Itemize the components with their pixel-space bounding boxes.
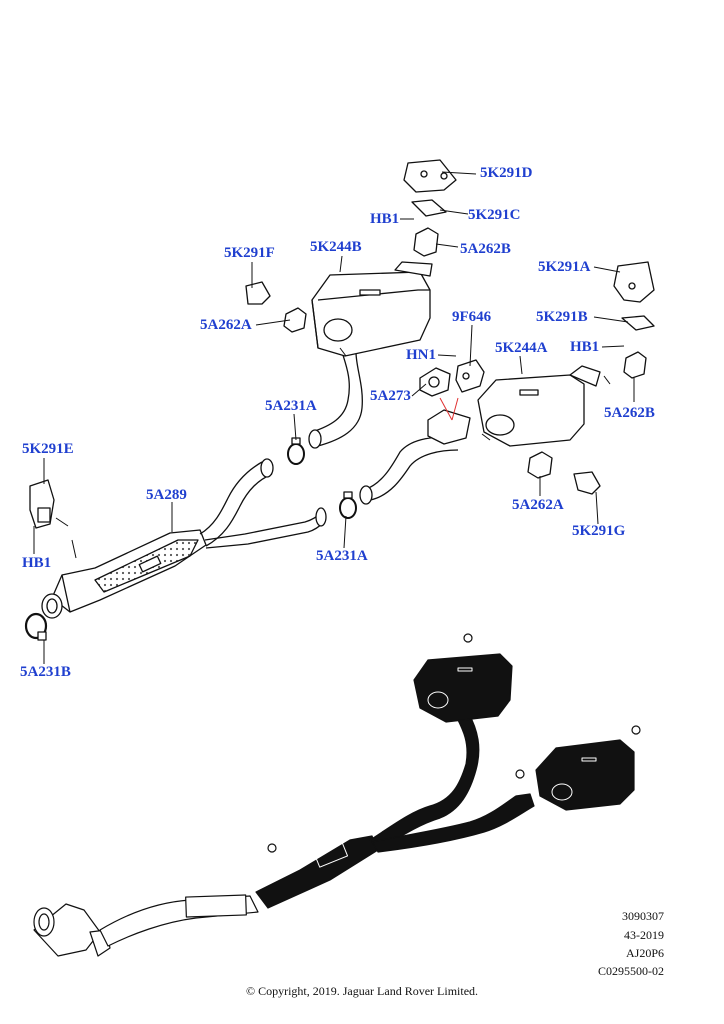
label-5A231B: 5A231B — [20, 664, 71, 680]
left-rear-pipe — [308, 351, 363, 449]
label-HB1-right: HB1 — [570, 339, 600, 355]
reference-code: C0295500-02 — [598, 964, 664, 978]
label-5K291E: 5K291E — [22, 441, 74, 457]
bracket-5K291A — [613, 261, 655, 303]
label-5K244A: 5K244A — [495, 340, 548, 356]
label-5A273: 5A273 — [370, 388, 411, 404]
gasket-callout — [439, 397, 459, 421]
label-HN1: HN1 — [406, 347, 436, 363]
clamp-5A231B — [24, 612, 48, 641]
label-9F646: 9F646 — [452, 309, 492, 325]
isolator-5A262B-top — [413, 227, 439, 257]
isolator-5A262B-right — [623, 351, 647, 379]
label-5A231A-top: 5A231A — [265, 398, 317, 414]
label-5A262A-right: 5A262A — [512, 497, 564, 513]
bracket-5K291G — [573, 471, 601, 495]
copyright-notice: © Copyright, 2019. Jaguar Land Rover Lim… — [245, 984, 479, 998]
label-HB1-top: HB1 — [370, 211, 400, 227]
clamp-5A231A-top — [287, 437, 305, 465]
label-5K291B: 5K291B — [536, 309, 588, 325]
assembled-view — [33, 633, 641, 957]
flap-valve-9F646 — [427, 359, 485, 445]
bracket-5K291C — [411, 199, 447, 217]
bracket-5K291E — [29, 479, 55, 529]
muffler-5K244B — [311, 261, 433, 357]
label-5A231A-bottom: 5A231A — [316, 548, 368, 564]
leader-lines — [33, 171, 635, 664]
label-5A262A-left: 5A262A — [200, 317, 252, 333]
label-5A289: 5A289 — [146, 487, 187, 503]
label-5K291D: 5K291D — [480, 165, 533, 181]
bracket-5K291B — [621, 315, 655, 331]
right-rear-pipe — [359, 436, 459, 505]
label-5K291C: 5K291C — [468, 207, 521, 223]
exploded-view — [24, 159, 655, 641]
clamp-5A231A-bottom — [339, 491, 357, 519]
reference-date: 43-2019 — [624, 928, 664, 942]
bracket-5K291F — [245, 281, 271, 305]
isolator-5A262A-left — [283, 307, 307, 333]
front-y-pipe — [199, 458, 327, 549]
reference-model: AJ20P6 — [625, 946, 664, 960]
valve-gasket-5A273 — [419, 367, 451, 397]
bracket-5K291D — [403, 159, 457, 193]
label-5K291A: 5K291A — [538, 259, 591, 275]
catalytic-converter — [41, 529, 207, 619]
label-5K244B: 5K244B — [310, 239, 362, 255]
label-5A262B-right: 5A262B — [604, 405, 655, 421]
label-5K291G: 5K291G — [572, 523, 626, 539]
label-5A262B-top: 5A262B — [460, 241, 511, 257]
label-5K291F: 5K291F — [224, 245, 275, 261]
label-HB1-left: HB1 — [22, 555, 52, 571]
isolator-5A262A-right — [527, 451, 553, 479]
reference-number: 3090307 — [622, 909, 664, 923]
muffler-5K244A — [477, 365, 601, 447]
